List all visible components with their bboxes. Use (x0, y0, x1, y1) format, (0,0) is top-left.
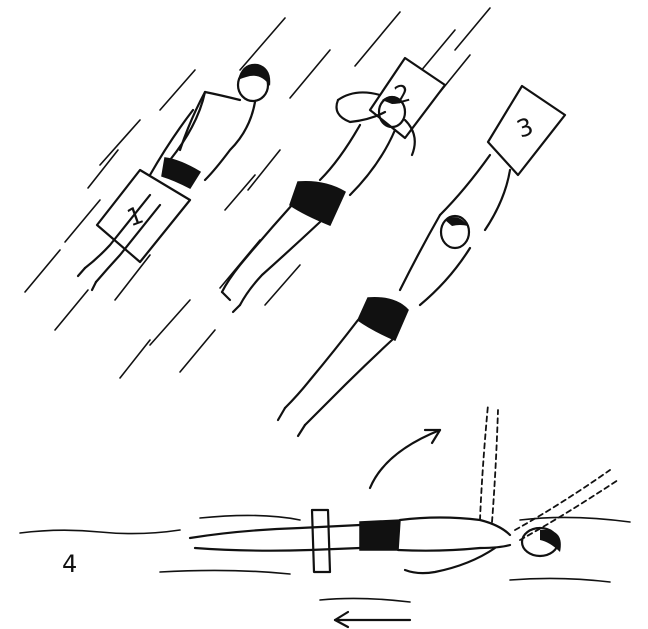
swimmer-figure-1: 1 (78, 64, 270, 290)
water-hatching (25, 8, 490, 378)
figure-4-label: 4 (62, 550, 77, 578)
swimmer-figure-2: 2 (222, 58, 445, 312)
swimmer-figure-4: 4 (20, 405, 630, 627)
swimmer-figure-3: 3 (278, 86, 565, 436)
